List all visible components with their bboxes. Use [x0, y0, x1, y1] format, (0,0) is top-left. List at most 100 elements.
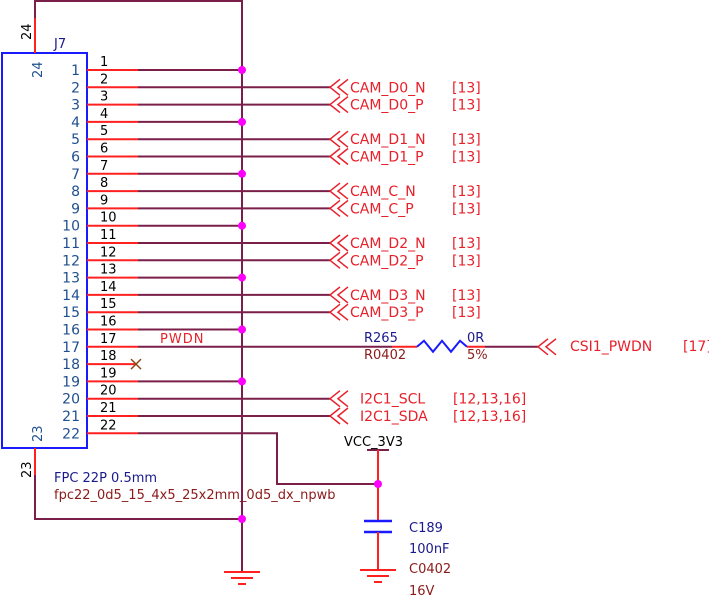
net-label: CAM_D2_N: [350, 236, 426, 252]
port-chevron-icon: [336, 390, 349, 408]
junction-dot: [238, 273, 246, 282]
pin-number-body: 3: [71, 98, 80, 114]
power-rail-label: VCC_3V3: [344, 435, 403, 450]
pin-number-body: 20: [62, 392, 80, 408]
connector-body: [1, 52, 88, 449]
net-label: CAM_C_N: [350, 184, 416, 200]
net-page-ref: [13]: [452, 305, 481, 321]
pwdn-port-name: CSI1_PWDN: [570, 339, 652, 355]
pin-number: 17: [100, 332, 117, 347]
port-chevron-icon: [328, 234, 341, 252]
pin-number: 14: [100, 280, 117, 295]
net-page-ref: [13]: [452, 253, 481, 269]
pin-number-body: 8: [71, 184, 80, 200]
cap-voltage: 16V: [409, 584, 435, 596]
port-chevron-icon: [328, 251, 341, 269]
port-chevron-icon: [328, 390, 341, 408]
port-chevron-icon: [536, 338, 549, 356]
pin-23-wire: [34, 475, 242, 520]
net-label: I2C1_SDA: [360, 409, 428, 425]
cap-value: 100nF: [409, 542, 450, 557]
pin-number: 18: [100, 349, 117, 364]
net-label: CAM_D1_N: [350, 132, 426, 148]
net-page-ref: [13]: [452, 201, 481, 217]
pin-number-body: 19: [62, 374, 80, 390]
pin-number: 19: [100, 366, 117, 381]
pin-number: 5: [100, 124, 108, 139]
pin-number: 15: [100, 297, 117, 312]
connector-footprint: fpc22_0d5_15_4x5_25x2mm_0d5_dx_npwb: [54, 488, 336, 503]
port-chevron-icon: [328, 286, 341, 304]
pin-number-body: 18: [62, 357, 80, 373]
pin-number: 2: [100, 72, 108, 87]
pwdn-net-label: PWDN: [160, 332, 204, 347]
junction-dot: [238, 169, 246, 178]
port-chevron-icon: [336, 407, 349, 425]
pin-number-body: 12: [62, 253, 80, 269]
pin-number-body: 14: [62, 288, 80, 304]
net-page-ref: [13]: [452, 236, 481, 252]
net-page-ref: [13]: [452, 184, 481, 200]
pin-number: 9: [100, 193, 108, 208]
pin-number: 10: [100, 211, 117, 226]
port-chevron-icon: [544, 338, 557, 356]
port-chevron-icon: [336, 199, 349, 217]
pin-number: 12: [100, 245, 117, 260]
pin-number-body: 5: [71, 132, 80, 148]
net-label: CAM_D3_P: [350, 305, 424, 321]
junction-dot: [238, 221, 246, 230]
junction-dot: [238, 377, 246, 386]
pin-number-body: 17: [62, 340, 80, 356]
connector-part-value: FPC 22P 0.5mm: [54, 471, 157, 486]
no-connect-icon: [130, 358, 142, 370]
port-chevron-icon: [336, 96, 349, 114]
pin-23-number: 23: [20, 461, 35, 478]
pin-number: 3: [100, 90, 108, 105]
port-chevron-icon: [336, 286, 349, 304]
port-chevron-icon: [328, 78, 341, 96]
junction-dot: [238, 117, 246, 126]
resistor-refdes: R265: [364, 331, 398, 346]
pin-number-body: 6: [71, 150, 80, 166]
pin-number: 21: [100, 401, 117, 416]
pin-number-body: 4: [71, 115, 80, 131]
resistor-tolerance: 5%: [467, 348, 488, 363]
pin-number: 1: [100, 55, 108, 70]
port-chevron-icon: [328, 147, 341, 166]
pin-number: 6: [100, 142, 108, 157]
port-chevron-icon: [336, 234, 349, 252]
pin-24-number: 24: [20, 23, 35, 40]
pin-number: 11: [100, 228, 117, 243]
port-chevron-icon: [328, 182, 341, 200]
pin-number: 22: [100, 418, 117, 433]
net-label: CAM_C_P: [350, 201, 414, 217]
pin-number-body: 22: [62, 426, 80, 442]
port-chevron-icon: [336, 251, 349, 269]
port-chevron-icon: [336, 147, 349, 166]
pin-number-body: 2: [71, 80, 80, 96]
pwdn-port-page: [17]: [683, 339, 709, 355]
pin-24-body-number: 24: [31, 61, 46, 78]
port-chevron-icon: [328, 303, 341, 321]
pin-23-body-number: 23: [31, 425, 46, 442]
net-page-ref: [13]: [452, 80, 481, 96]
resistor-footprint: R0402: [364, 348, 406, 363]
pin-number: 4: [100, 107, 108, 122]
resistor-icon: [416, 339, 468, 354]
port-chevron-icon: [336, 182, 349, 200]
net-label: I2C1_SCL: [360, 392, 425, 408]
pin-number: 13: [100, 263, 117, 278]
pin-number-body: 16: [62, 323, 80, 339]
cap-footprint: C0402: [409, 562, 451, 577]
pin-number-body: 21: [62, 409, 80, 425]
junction-dot: [238, 515, 246, 523]
port-chevron-icon: [328, 407, 341, 425]
pin-number-body: 11: [62, 236, 80, 252]
port-chevron-icon: [336, 303, 349, 321]
net-page-ref: [13]: [452, 132, 481, 148]
pin-number: 20: [100, 384, 117, 399]
junction-dot: [238, 66, 246, 74]
pin-number-body: 1: [71, 63, 80, 79]
net-page-ref: [13]: [452, 150, 481, 166]
